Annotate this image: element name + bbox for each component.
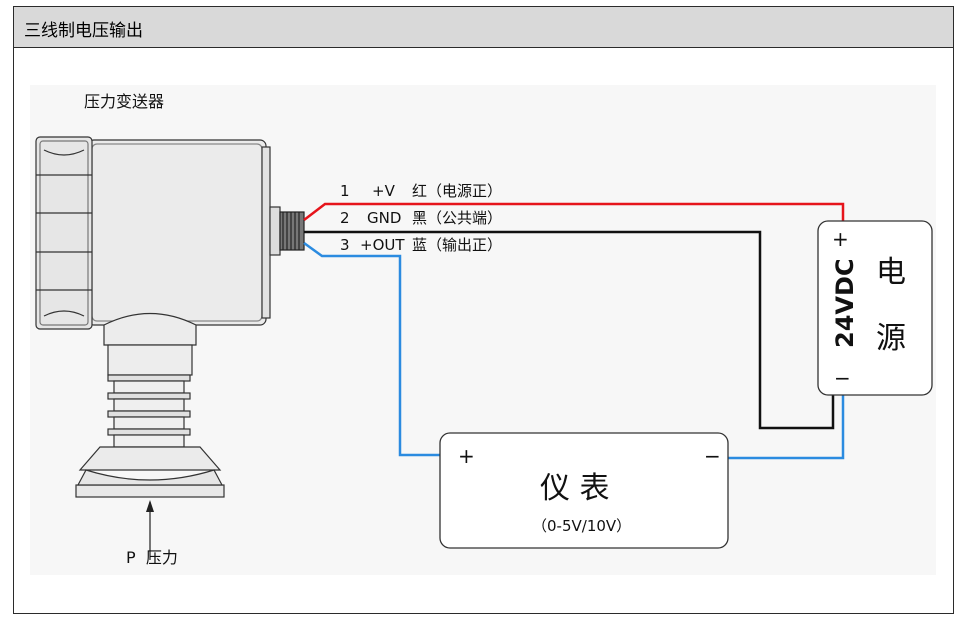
power-name-2: 源 [876, 321, 906, 356]
svg-text:蓝（输出正）: 蓝（输出正） [412, 236, 502, 254]
power-voltage: 24VDC [831, 258, 859, 348]
pressure-arrow [146, 500, 154, 560]
svg-text:2: 2 [340, 209, 350, 227]
pressure-transmitter [35, 136, 305, 498]
power-minus: − [834, 366, 851, 390]
meter-plus: + [458, 444, 475, 468]
wire-label-1: 1 +V 红（电源正） [340, 182, 502, 200]
svg-text:GND: GND [367, 209, 401, 227]
blue-return-wire [728, 395, 845, 460]
power-supply: + − 24VDC 电 源 [817, 220, 933, 396]
svg-text:红（电源正）: 红（电源正） [412, 182, 502, 200]
transmitter-label: 压力变送器 [84, 92, 164, 111]
wire-label-2: 2 GND 黑（公共端） [340, 209, 502, 227]
svg-text:+OUT: +OUT [360, 236, 405, 254]
meter: + − 仪 表 （0-5V/10V） [439, 432, 729, 549]
meter-name: 仪 表 [540, 471, 610, 506]
power-name-1: 电 [876, 255, 906, 290]
wire-label-3: 3 +OUT 蓝（输出正） [340, 236, 502, 254]
blue-wire [303, 241, 442, 457]
meter-minus: − [704, 444, 721, 468]
svg-text:1: 1 [340, 182, 350, 200]
pressure-label: P 压力 [126, 548, 178, 567]
title-bar: 三线制电压输出 [14, 7, 953, 48]
svg-text:黑（公共端）: 黑（公共端） [412, 209, 502, 227]
power-plus: + [832, 227, 849, 251]
meter-range: （0-5V/10V） [532, 517, 631, 535]
black-wire [304, 230, 835, 430]
svg-text:3: 3 [340, 236, 350, 254]
red-wire [303, 202, 845, 221]
page-title: 三线制电压输出 [24, 21, 143, 41]
svg-text:+V: +V [372, 182, 396, 200]
